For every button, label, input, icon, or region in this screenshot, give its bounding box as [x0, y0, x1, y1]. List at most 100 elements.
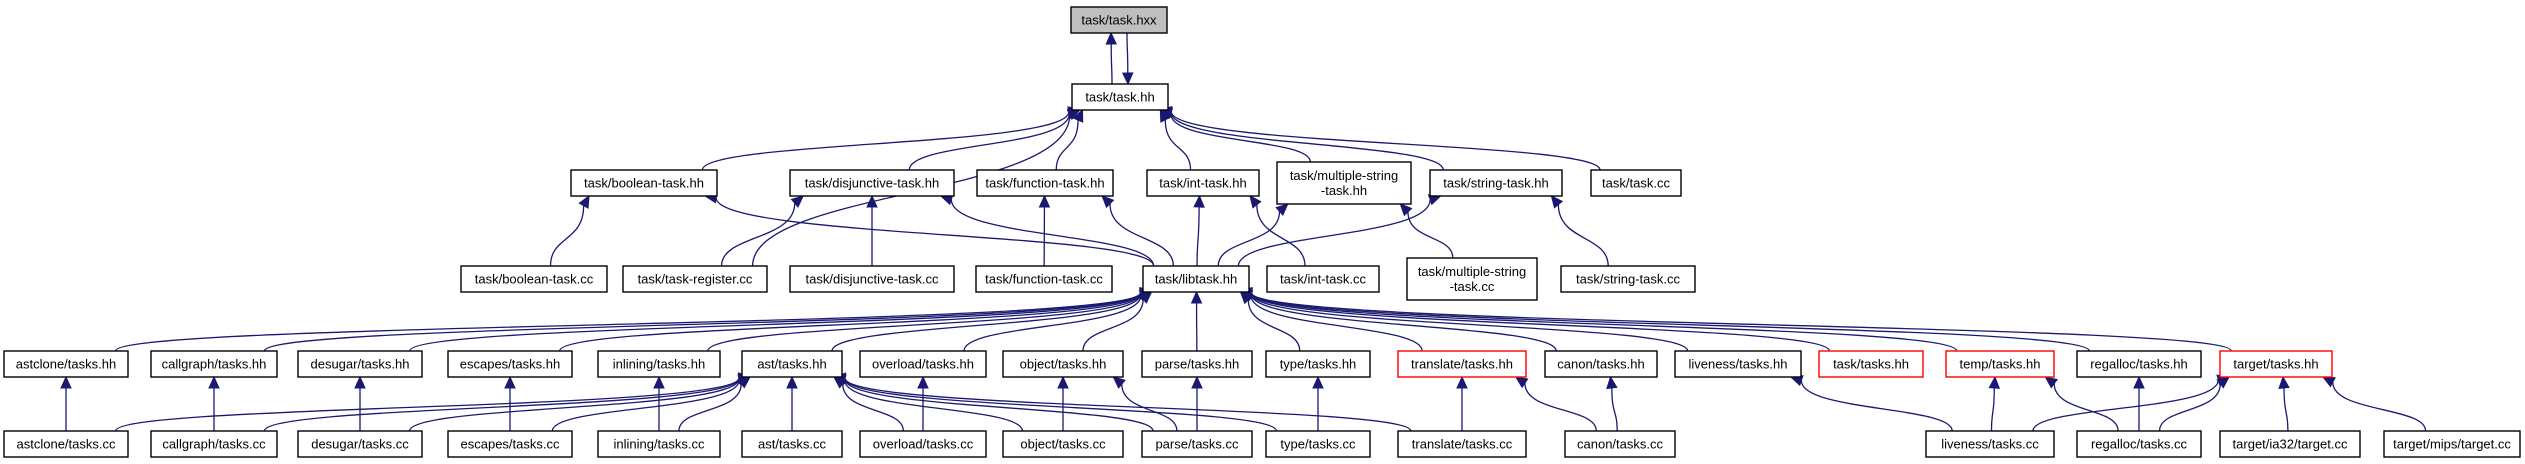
node-label: task/string-task.cc	[1576, 272, 1681, 287]
edge-target-mips-target-cc-to-target-tasks-hh	[2321, 376, 2427, 432]
edge-arrowhead	[786, 375, 798, 389]
node-overload-tasks-cc[interactable]: overload/tasks.cc	[859, 430, 987, 458]
edge-arrowhead	[1312, 375, 1324, 389]
node-canon-tasks-hh[interactable]: canon/tasks.hh	[1544, 350, 1658, 378]
node-translate-tasks-hh[interactable]: translate/tasks.hh	[1397, 350, 1527, 378]
node-astclone-tasks-hh[interactable]: astclone/tasks.hh	[3, 350, 129, 378]
node-target-ia32-target-cc[interactable]: target/ia32/target.cc	[2219, 430, 2361, 458]
node-boolean-task-hh[interactable]: task/boolean-task.hh	[570, 169, 718, 197]
node-task-hxx[interactable]: task/task.hxx	[1070, 6, 1168, 34]
node-liveness-tasks-cc[interactable]: liveness/tasks.cc	[1925, 430, 2055, 458]
node-box	[1265, 430, 1371, 458]
node-label: parse/tasks.cc	[1155, 437, 1239, 452]
node-desugar-tasks-cc[interactable]: desugar/tasks.cc	[297, 430, 423, 458]
node-int-task-cc[interactable]: task/int-task.cc	[1266, 265, 1380, 293]
node-label: translate/tasks.hh	[1411, 357, 1513, 372]
node-desugar-tasks-hh[interactable]: desugar/tasks.hh	[297, 350, 423, 378]
node-translate-tasks-cc[interactable]: translate/tasks.cc	[1397, 430, 1527, 458]
node-canon-tasks-cc[interactable]: canon/tasks.cc	[1564, 430, 1676, 458]
node-callgraph-tasks-hh[interactable]: callgraph/tasks.hh	[150, 350, 278, 378]
edge-line	[114, 377, 740, 432]
edge-arrowhead	[1249, 195, 1262, 209]
node-disjunctive-task-hh[interactable]: task/disjunctive-task.hh	[789, 169, 955, 197]
node-task-hh[interactable]: task/task.hh	[1071, 83, 1169, 111]
node-string-task-cc[interactable]: task/string-task.cc	[1560, 265, 1696, 293]
node-parse-tasks-hh[interactable]: parse/tasks.hh	[1141, 350, 1253, 378]
node-liveness-tasks-hh[interactable]: liveness/tasks.hh	[1674, 350, 1802, 378]
node-target-mips-target-cc[interactable]: target/mips/target.cc	[2383, 430, 2521, 458]
node-function-task-hh[interactable]: task/function-task.hh	[976, 169, 1114, 197]
node-type-tasks-cc[interactable]: type/tasks.cc	[1265, 430, 1371, 458]
edge-function-task-cc-to-function-task-hh	[1038, 194, 1051, 267]
edge-arrowhead	[1121, 72, 1134, 86]
node-label: callgraph/tasks.cc	[162, 437, 266, 452]
edge-liveness-tasks-cc-to-liveness-tasks-hh	[1789, 375, 1953, 432]
edge-line	[1256, 204, 1306, 267]
node-box	[1146, 169, 1260, 197]
node-box	[1818, 350, 1924, 378]
edge-arrowhead	[1112, 376, 1126, 389]
node-escapes-tasks-hh[interactable]: escapes/tasks.hh	[447, 350, 573, 378]
node-function-task-cc[interactable]: task/function-task.cc	[975, 265, 1113, 293]
edge-arrowhead	[504, 375, 516, 389]
node-label: task/task-register.cc	[638, 272, 753, 287]
node-label: regalloc/tasks.cc	[2091, 437, 2188, 452]
node-box	[1429, 169, 1563, 197]
edge-callgraph-tasks-cc-to-callgraph-tasks-hh	[208, 375, 220, 431]
node-string-task-hh[interactable]: task/string-task.hh	[1429, 169, 1563, 197]
edge-arrowhead	[1193, 194, 1205, 208]
edge-arrowhead	[208, 375, 220, 389]
node-inlining-tasks-hh[interactable]: inlining/tasks.hh	[597, 350, 721, 378]
edge-task-hh-to-task-hxx	[1105, 31, 1118, 85]
node-task-cc[interactable]: task/task.cc	[1590, 169, 1682, 197]
node-astclone-tasks-cc[interactable]: astclone/tasks.cc	[3, 430, 129, 458]
node-int-task-hh[interactable]: task/int-task.hh	[1146, 169, 1260, 197]
node-box	[1590, 169, 1682, 197]
node-regalloc-tasks-hh[interactable]: regalloc/tasks.hh	[2076, 350, 2202, 378]
edge-callgraph-tasks-cc-to-ast-tasks-hh	[263, 372, 752, 432]
edge-canon-tasks-cc-to-translate-tasks-hh	[1514, 376, 1597, 432]
edge-arrowhead	[2133, 375, 2145, 389]
edge-parse-tasks-cc-to-parse-tasks-hh	[1191, 375, 1203, 431]
node-box	[859, 350, 987, 378]
edge-line	[844, 378, 1278, 432]
edge-arrowhead	[1101, 195, 1115, 209]
edge-function-task-hh-to-task-hh	[1055, 108, 1084, 171]
node-label: task/task.hh	[1085, 90, 1154, 105]
node-disjunctive-task-cc[interactable]: task/disjunctive-task.cc	[789, 265, 955, 293]
node-inlining-tasks-cc[interactable]: inlining/tasks.cc	[597, 430, 721, 458]
node-label: task/boolean-task.cc	[475, 272, 594, 287]
node-multiple-string-task-hh[interactable]: task/multiple-string-task.hh	[1276, 161, 1412, 205]
node-task-tasks-hh[interactable]: task/tasks.hh	[1818, 350, 1924, 378]
node-task-register-cc[interactable]: task/task-register.cc	[622, 265, 768, 293]
edge-line	[843, 379, 1023, 432]
node-escapes-tasks-cc[interactable]: escapes/tasks.cc	[447, 430, 573, 458]
node-multiple-string-task-cc[interactable]: task/multiple-string-task.cc	[1406, 257, 1538, 301]
node-object-tasks-hh[interactable]: object/tasks.hh	[1002, 350, 1124, 378]
node-box	[597, 350, 721, 378]
edge-line	[1247, 299, 1301, 352]
node-callgraph-tasks-cc[interactable]: callgraph/tasks.cc	[150, 430, 278, 458]
node-target-tasks-hh[interactable]: target/tasks.hh	[2219, 350, 2333, 378]
node-overload-tasks-hh[interactable]: overload/tasks.hh	[859, 350, 987, 378]
edge-line	[1121, 384, 1178, 432]
node-parse-tasks-cc[interactable]: parse/tasks.cc	[1141, 430, 1253, 458]
node-box	[150, 350, 278, 378]
node-type-tasks-hh[interactable]: type/tasks.hh	[1265, 350, 1371, 378]
edge-line	[1557, 204, 1609, 267]
edge-arrowhead	[1105, 31, 1118, 45]
edge-line	[114, 292, 1142, 352]
edge-line	[2053, 383, 2119, 432]
node-regalloc-tasks-cc[interactable]: regalloc/tasks.cc	[2076, 430, 2202, 458]
node-temp-tasks-hh[interactable]: temp/tasks.hh	[1945, 350, 2055, 378]
edge-regalloc-tasks-cc-to-target-tasks-hh	[2158, 376, 2230, 432]
node-ast-tasks-hh[interactable]: ast/tasks.hh	[741, 350, 843, 378]
node-ast-tasks-cc[interactable]: ast/tasks.cc	[741, 430, 843, 458]
node-libtask-hh[interactable]: task/libtask.hh	[1142, 265, 1250, 293]
node-object-tasks-cc[interactable]: object/tasks.cc	[1002, 430, 1124, 458]
edge-arrowhead	[1514, 376, 1529, 389]
node-label: task/string-task.hh	[1443, 176, 1549, 191]
node-boolean-task-cc[interactable]: task/boolean-task.cc	[460, 265, 608, 293]
node-label: type/tasks.cc	[1280, 437, 1356, 452]
node-box	[1266, 265, 1380, 293]
